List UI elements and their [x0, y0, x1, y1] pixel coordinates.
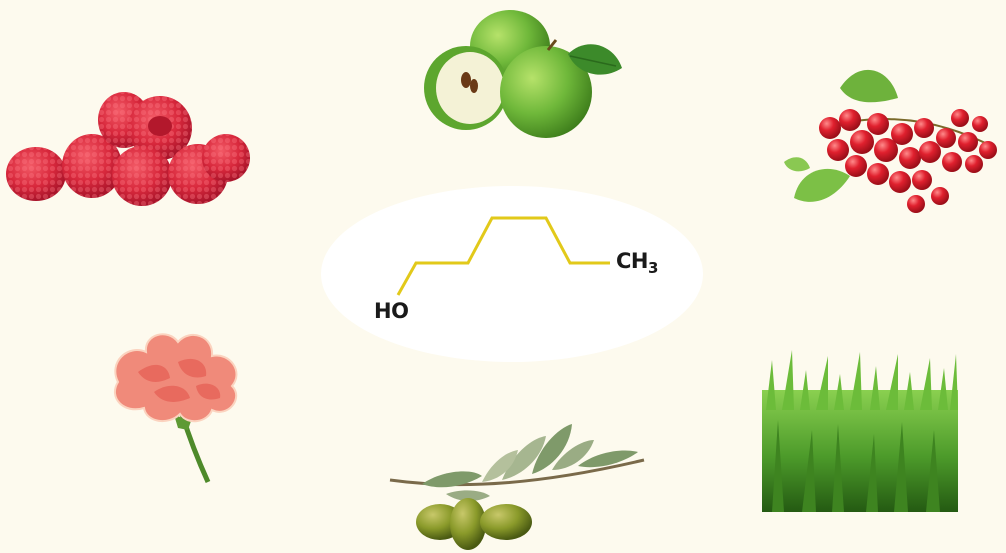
skeletal-formula — [321, 186, 703, 362]
grass-image — [762, 350, 958, 512]
raspberries-image — [0, 88, 255, 213]
hydroxyl-label: HO — [374, 299, 409, 323]
carnation-flower-image — [98, 322, 248, 484]
green-apples-image — [418, 6, 628, 142]
red-currants-image — [780, 58, 1006, 226]
olive-branch-image — [382, 418, 652, 553]
molecule-diagram — [320, 185, 704, 363]
carbon-chain-bond — [396, 216, 610, 296]
methyl-label-subscript: 3 — [648, 259, 658, 277]
methyl-label: CH3 — [616, 249, 658, 276]
methyl-label-main: CH — [616, 249, 649, 273]
background-ellipse — [321, 186, 703, 362]
